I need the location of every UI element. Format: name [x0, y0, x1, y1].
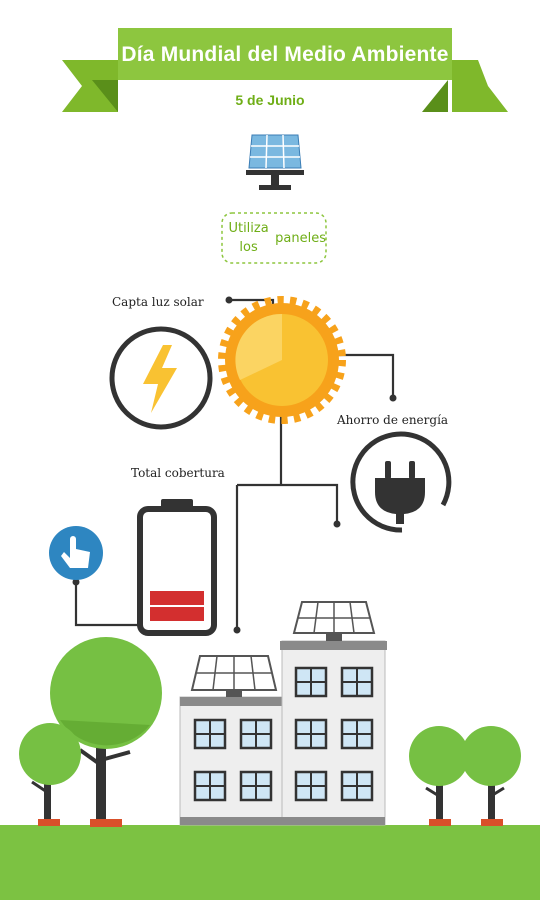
tip-box: [221, 212, 327, 264]
tip-line-1: Utiliza los: [228, 221, 269, 255]
window-crossbars: [195, 668, 372, 800]
page-title: Día Mundial del Medio Ambiente: [121, 43, 449, 66]
plug-icon: [350, 431, 452, 533]
tip-text: Utiliza los paneles: [222, 213, 326, 263]
label-total-cobertura: Total cobertura: [131, 466, 225, 480]
sun-icon: [218, 296, 346, 424]
hand-pointer-icon: [49, 526, 103, 580]
tree-icon: [461, 726, 521, 826]
tree-icon: [409, 726, 469, 826]
label-ahorro-energia: Ahorro de energía: [337, 413, 449, 427]
solar-panel-icon: [246, 134, 304, 190]
event-date: 5 de Junio: [235, 92, 305, 108]
tree-icon: [19, 723, 81, 826]
tree-icon: [50, 637, 162, 827]
lightning-icon: [109, 326, 213, 430]
label-capta-luz: Capta luz solar: [112, 295, 204, 309]
tip-line-2: paneles: [275, 230, 326, 246]
battery-icon: [137, 499, 217, 636]
grass-ground: [0, 825, 540, 900]
title-banner: [62, 28, 508, 112]
